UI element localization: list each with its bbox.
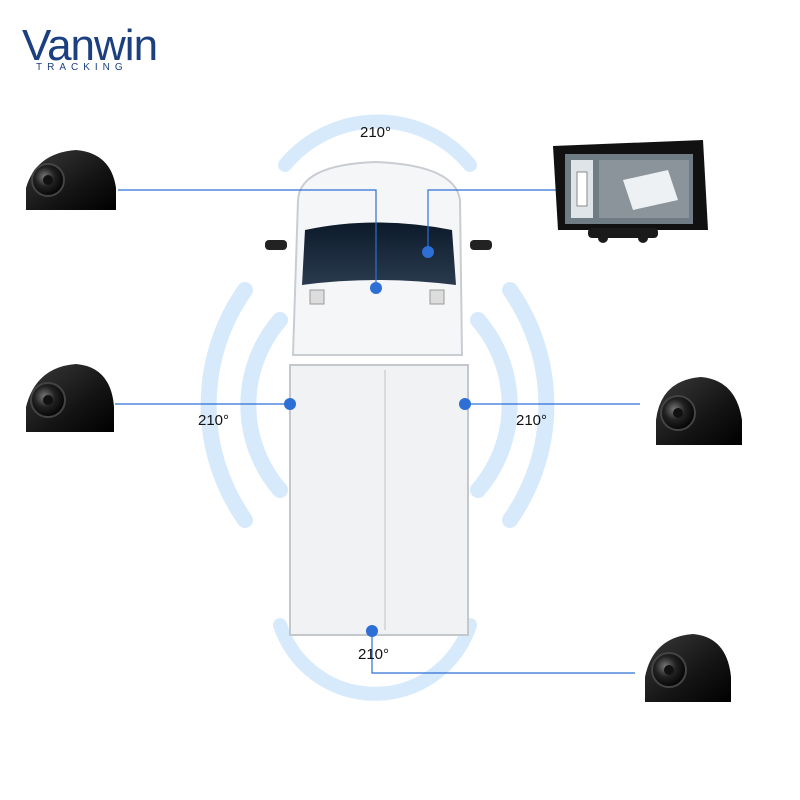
brand-name: Vanwin bbox=[22, 21, 158, 70]
mount-points bbox=[284, 246, 471, 637]
dvr-monitor bbox=[553, 140, 708, 243]
brand-tagline: TRACKING bbox=[36, 62, 128, 73]
dome-camera-rear bbox=[645, 634, 731, 702]
rear-angle-label: 210° bbox=[358, 646, 390, 663]
dome-camera-left bbox=[26, 364, 114, 432]
left-angle-label: 210° bbox=[198, 412, 230, 429]
brand-logo: Vanwin TRACKING bbox=[22, 24, 162, 84]
van-illustration bbox=[265, 160, 492, 636]
right-angle-label: 210° bbox=[516, 412, 548, 429]
coverage-arcs bbox=[200, 114, 555, 701]
dome-camera-right bbox=[656, 377, 742, 445]
front-angle-label: 210° bbox=[360, 124, 392, 141]
leader-lines bbox=[115, 189, 640, 674]
dome-camera-front bbox=[26, 150, 116, 210]
